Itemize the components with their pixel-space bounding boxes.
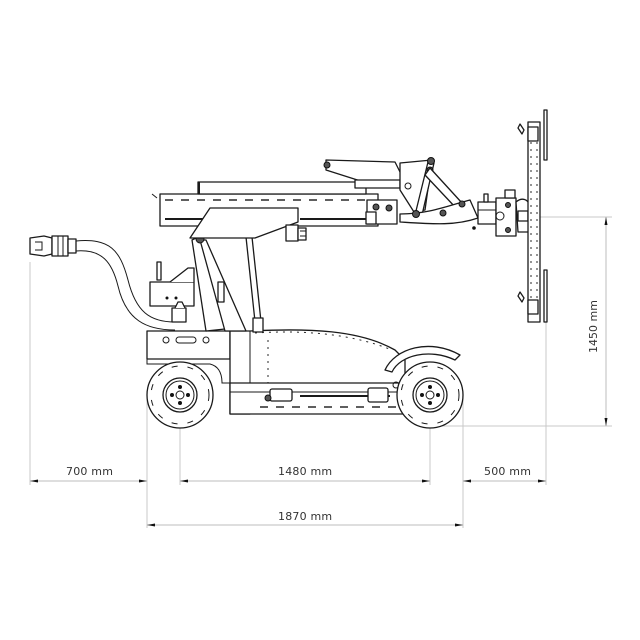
wheelbase-label: 1480 mm xyxy=(278,465,333,478)
overall-length-label: 1870 mm xyxy=(278,510,333,523)
suction-frame xyxy=(517,109,548,323)
rear-wheel xyxy=(396,361,464,429)
front-overhang-label: 700 mm xyxy=(66,465,114,478)
vacuum-head xyxy=(472,189,531,237)
front-wheel xyxy=(146,361,214,429)
dimension-lines xyxy=(30,217,608,527)
hose xyxy=(75,240,176,331)
rear-overhang-label: 500 mm xyxy=(484,465,532,478)
tow-handle xyxy=(29,235,77,257)
telescopic-boom xyxy=(151,181,380,242)
mast xyxy=(191,229,264,333)
control-box xyxy=(149,261,195,323)
chassis xyxy=(146,329,461,415)
height-label: 1450 mm xyxy=(586,300,600,353)
articulated-linkage xyxy=(323,157,479,225)
